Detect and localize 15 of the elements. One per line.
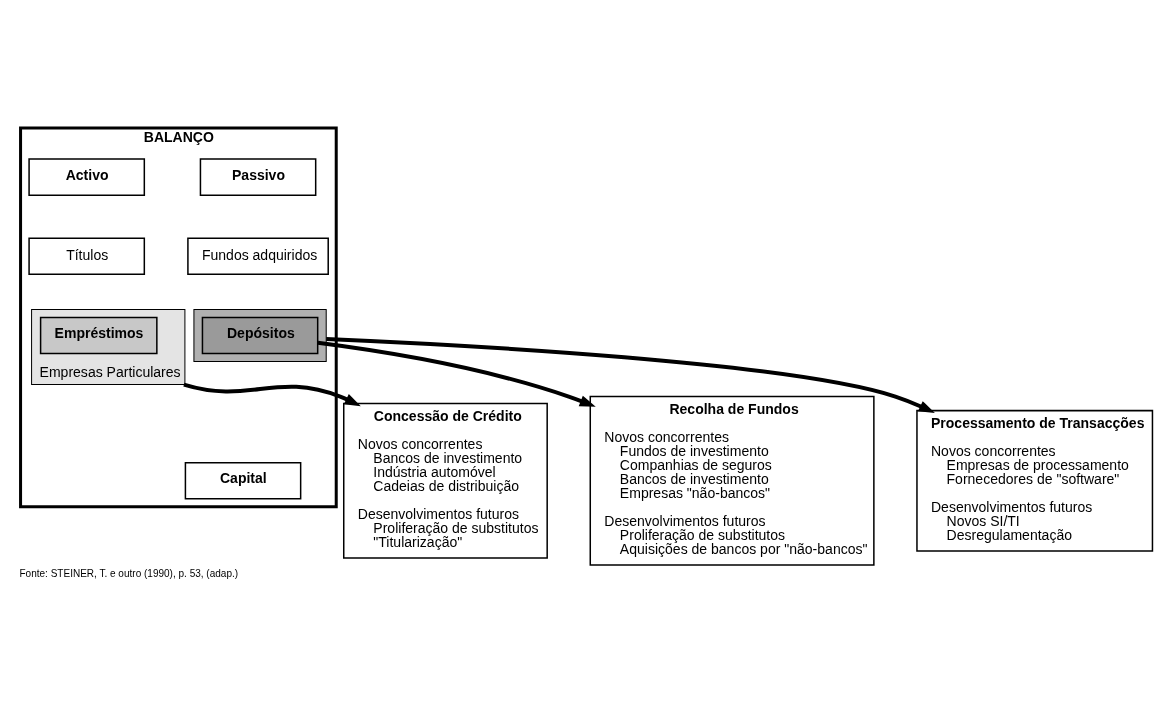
node-box: Depósitos: [201, 316, 319, 354]
caption: Fonte: STEINER, T. e outro (1990), p. 53, (adap.): [19, 567, 239, 579]
cluster: [193, 308, 327, 362]
node-box: Recolha de Fundos Novos concorrentes Fundos de investimento Companhias de seguros Bancos de investimento Empresas "não-bancos" Desenvolvimentos futuros Proliferação de substitutos Aquisições de bancos por "não-bancos": [589, 395, 875, 566]
arrow: [326, 336, 935, 413]
arrow: [317, 340, 596, 407]
node-box: Capital: [184, 461, 302, 500]
node-box: Activo: [28, 157, 146, 196]
node-box: Fundos adquiridos: [187, 237, 329, 275]
node-box: Passivo: [199, 157, 317, 196]
node-box: Empréstimos: [39, 316, 158, 354]
node-box: Processamento de Transacções Novos concorrentes Empresas de processamento Fornecedores de "software" Desenvolvimentos futuros Novos SI/TI Desregulamentação: [916, 409, 1154, 552]
node-box: Títulos: [28, 237, 146, 275]
node-box: Concessão de Crédito Novos concorrentes Bancos de investimento Indústria automóvel Cadeias de distribuição Desenvolvimentos futuros Proliferação de substitutos "Titularização": [343, 402, 548, 559]
arrow: [183, 382, 361, 406]
